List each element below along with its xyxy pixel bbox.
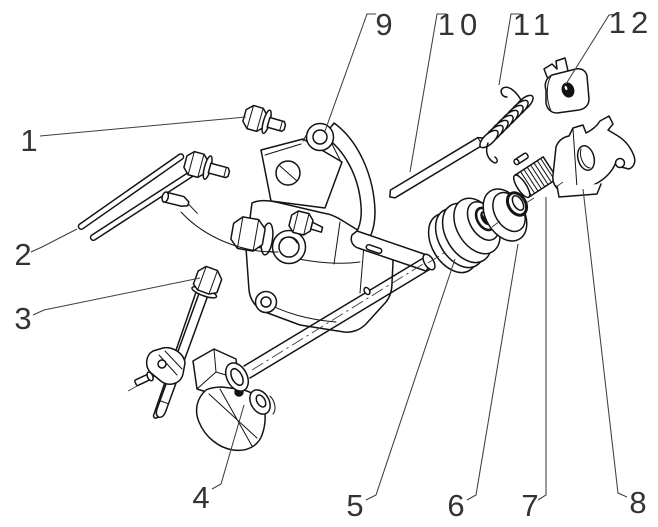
leader-8 <box>582 188 628 498</box>
tie-rods-part-2 <box>77 150 231 242</box>
link-rod-part-10 <box>389 136 487 199</box>
leader-lines <box>30 13 628 501</box>
callout-9: 9 <box>375 7 392 42</box>
tension-spring-part-11 <box>479 86 534 164</box>
callout-10: 10 <box>438 7 482 42</box>
callout-6: 6 <box>447 488 464 523</box>
callout-8: 8 <box>629 485 646 520</box>
mounting-bracket-part-9 <box>230 122 432 333</box>
leader-4 <box>211 404 245 490</box>
callout-3: 3 <box>14 301 31 336</box>
callout-5: 5 <box>346 488 363 523</box>
leader-2 <box>30 228 78 253</box>
callout-11: 11 <box>513 7 555 42</box>
fork-bracket-part-8 <box>552 115 636 198</box>
center-line-axis <box>427 181 564 264</box>
pivot-pin-and-wire <box>161 191 279 253</box>
splined-bushing-part-7 <box>512 152 559 199</box>
anchor-block-part-12 <box>543 57 590 114</box>
leader-1 <box>39 116 247 137</box>
leader-10 <box>409 13 447 173</box>
center-line-shaft <box>251 263 424 371</box>
callout-4: 4 <box>192 480 209 515</box>
leader-9 <box>324 13 376 132</box>
leader-12 <box>565 13 619 85</box>
callout-12: 12 <box>609 5 653 40</box>
hex-nut <box>230 216 266 252</box>
leader-7 <box>537 197 547 501</box>
hex-bolt-small <box>288 210 324 236</box>
callout-7: 7 <box>521 488 538 523</box>
callout-labels: 1 2 3 4 5 6 7 8 9 10 11 12 <box>14 5 653 523</box>
leader-3 <box>32 277 201 316</box>
bellcrank-lever-part-4 <box>134 346 276 452</box>
leader-11 <box>498 13 521 86</box>
hex-bolt-part-1 <box>242 104 287 135</box>
leader-5 <box>365 258 456 501</box>
callout-1: 1 <box>20 123 37 158</box>
leader-6 <box>466 243 519 501</box>
callout-2: 2 <box>14 237 31 272</box>
hex-bolt <box>183 150 231 180</box>
cup-washer-part-6 <box>482 188 529 242</box>
